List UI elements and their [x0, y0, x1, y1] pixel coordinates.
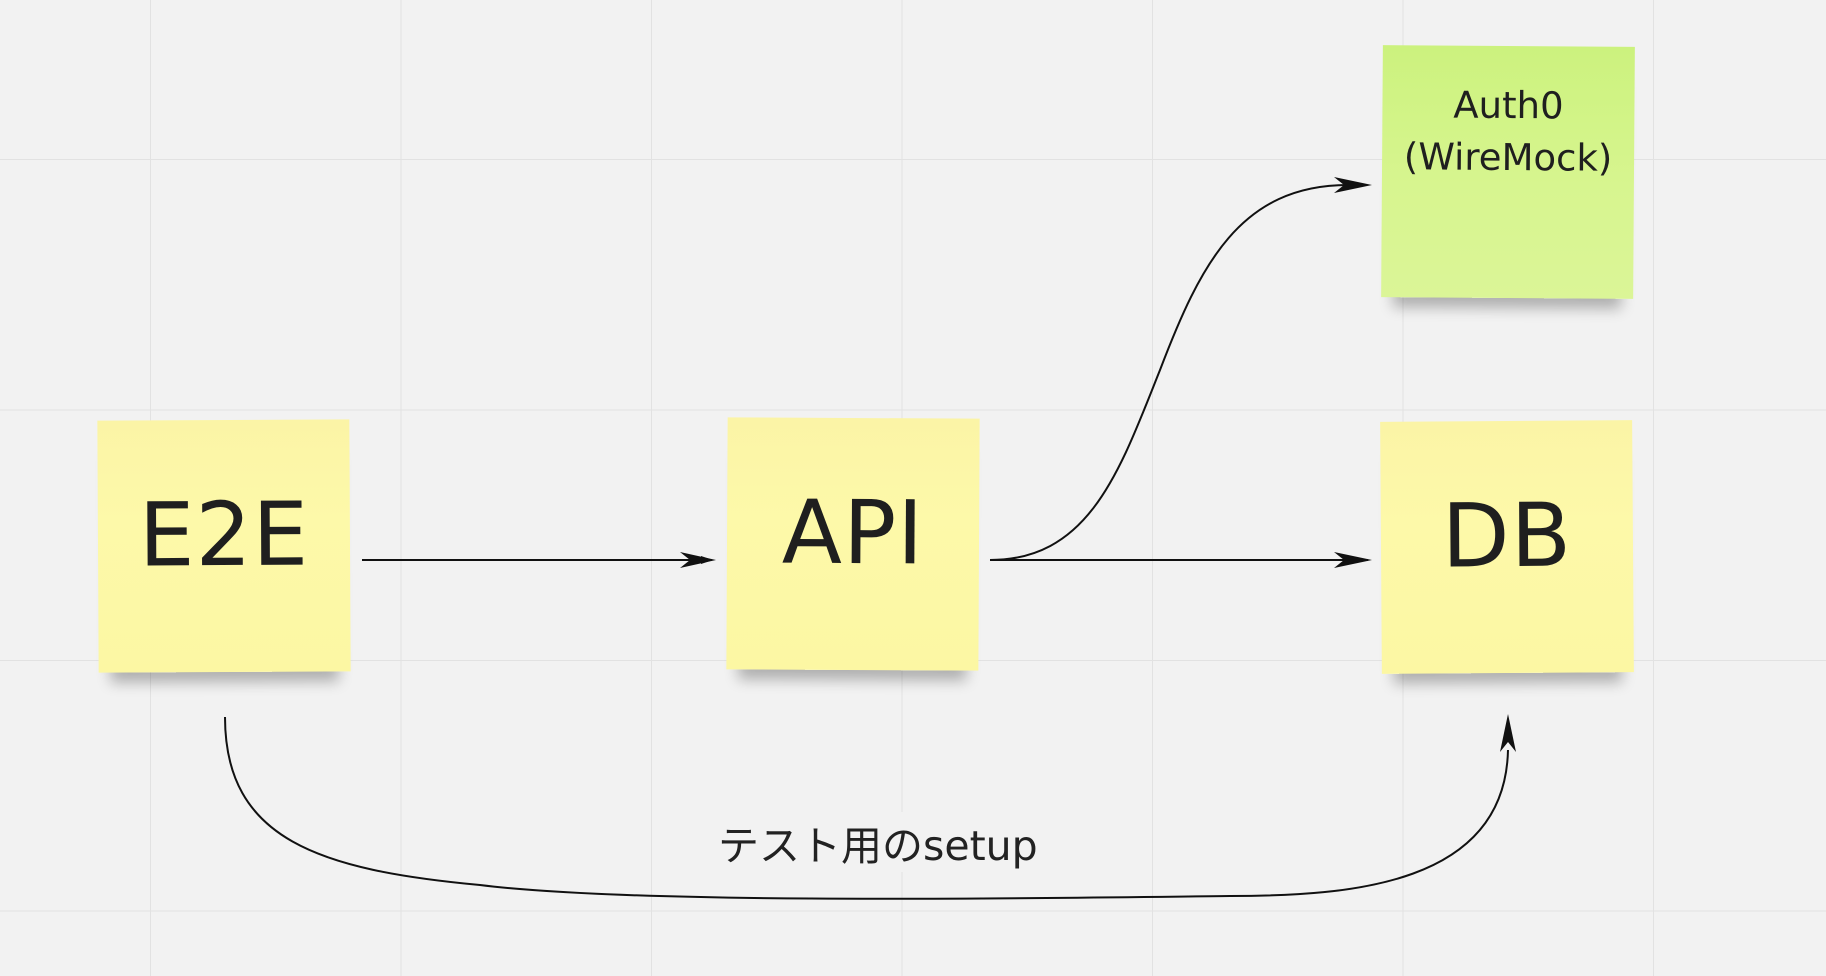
sticky-note-api[interactable]: API	[726, 417, 980, 671]
note-label-api: API	[781, 480, 925, 584]
note-label-db: DB	[1441, 483, 1573, 587]
connector-e2e-db[interactable]	[224, 716, 1509, 900]
edge-label-test-setup[interactable]: テスト用のsetup	[712, 812, 1044, 872]
note-label-auth0: Auth0 (WireMock)	[1403, 83, 1613, 180]
arrowhead-db	[1334, 552, 1372, 568]
note-label-e2e: E2E	[138, 482, 310, 586]
sticky-note-auth0[interactable]: Auth0 (WireMock)	[1381, 45, 1635, 299]
sticky-note-db[interactable]: DB	[1380, 420, 1634, 674]
connector-api-auth[interactable]	[989, 184, 1349, 561]
sticky-note-e2e[interactable]: E2E	[97, 419, 351, 673]
arrowhead-auth	[1334, 177, 1372, 193]
arrowhead-api	[680, 552, 716, 568]
arrowhead-db-bottom	[1500, 714, 1516, 752]
